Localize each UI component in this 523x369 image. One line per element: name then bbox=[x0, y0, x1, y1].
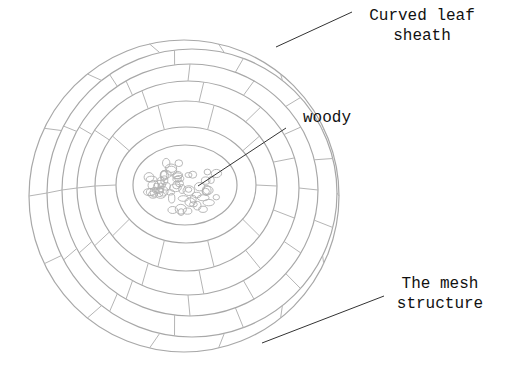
mesh-line bbox=[126, 281, 133, 299]
mesh-line bbox=[273, 210, 294, 218]
callout-label: Curved leaf sheath bbox=[360, 6, 484, 46]
mesh-line bbox=[314, 220, 333, 227]
wood-cell bbox=[194, 201, 201, 210]
wood-cell bbox=[185, 187, 191, 192]
wood-cell bbox=[172, 173, 182, 179]
mesh-line bbox=[199, 270, 204, 294]
wood-cell bbox=[173, 176, 181, 182]
woody-boundary bbox=[133, 145, 237, 225]
mesh-line bbox=[126, 81, 133, 95]
mesh-line bbox=[284, 242, 301, 254]
mesh-line bbox=[299, 188, 318, 190]
mesh-line bbox=[95, 130, 110, 140]
mesh-line bbox=[110, 294, 118, 312]
wood-cell bbox=[175, 160, 183, 167]
mesh-line bbox=[158, 240, 165, 267]
mesh-line bbox=[29, 193, 47, 196]
leader-line bbox=[198, 128, 286, 186]
sheath-rings bbox=[29, 40, 339, 352]
wood-cell bbox=[166, 190, 174, 195]
mesh-line bbox=[235, 308, 243, 328]
callout-label: The mesh structure bbox=[388, 274, 492, 314]
mesh-line bbox=[208, 105, 215, 130]
wood-cell bbox=[166, 166, 177, 175]
outer-ring bbox=[29, 40, 339, 352]
wood-cell bbox=[175, 204, 186, 214]
mesh-line bbox=[87, 74, 101, 80]
ring bbox=[62, 64, 318, 316]
mesh-line bbox=[95, 232, 110, 246]
mesh-line bbox=[79, 242, 92, 254]
mesh-line bbox=[47, 190, 62, 193]
mesh-line bbox=[235, 58, 243, 72]
mesh-line bbox=[95, 185, 116, 186]
mesh-line bbox=[246, 250, 261, 269]
mesh-line bbox=[77, 186, 95, 188]
mesh-line bbox=[150, 44, 160, 53]
mesh-line bbox=[286, 98, 301, 107]
mesh-line bbox=[256, 185, 277, 186]
mesh-line bbox=[64, 249, 77, 260]
wood-cell bbox=[202, 185, 211, 195]
wood-cell bbox=[189, 171, 197, 178]
mesh-line bbox=[142, 91, 148, 109]
mesh-line bbox=[219, 333, 225, 348]
mesh-lines bbox=[29, 44, 339, 348]
mesh-line bbox=[284, 127, 301, 135]
woody-cells bbox=[144, 158, 222, 215]
mesh-line bbox=[188, 64, 190, 81]
wood-cell bbox=[178, 209, 184, 216]
mesh-line bbox=[281, 74, 283, 80]
wood-cell bbox=[179, 185, 185, 194]
mesh-line bbox=[150, 333, 160, 348]
mesh-line bbox=[87, 306, 101, 318]
mesh-line bbox=[208, 240, 215, 267]
mesh-line bbox=[219, 44, 225, 53]
mesh-line bbox=[281, 306, 283, 318]
mesh-line bbox=[314, 159, 333, 160]
wood-cell bbox=[203, 199, 214, 205]
callout-label: woody bbox=[292, 108, 362, 128]
leader-lines bbox=[198, 12, 384, 343]
leader-line bbox=[276, 12, 352, 47]
mesh-line bbox=[323, 128, 324, 130]
mesh-line bbox=[243, 136, 260, 151]
mesh-line bbox=[337, 193, 339, 196]
mesh-line bbox=[243, 219, 260, 236]
wood-cell bbox=[152, 188, 163, 194]
mesh-line bbox=[246, 107, 261, 122]
mesh-line bbox=[244, 281, 255, 299]
ring bbox=[47, 49, 337, 337]
mesh-line bbox=[199, 82, 204, 102]
inner-ring bbox=[116, 127, 256, 243]
ring bbox=[77, 81, 299, 295]
mesh-line bbox=[44, 256, 61, 264]
mesh-line bbox=[174, 315, 175, 336]
mesh-line bbox=[286, 274, 301, 289]
mesh-line bbox=[44, 128, 61, 130]
leader-line bbox=[262, 296, 384, 343]
mesh-line bbox=[112, 219, 129, 236]
ring bbox=[95, 101, 277, 271]
mesh-line bbox=[79, 127, 92, 135]
mesh-line bbox=[110, 75, 118, 87]
mesh-line bbox=[62, 188, 77, 190]
wood-cell bbox=[144, 173, 154, 182]
wood-cell bbox=[213, 195, 219, 200]
mesh-line bbox=[323, 256, 324, 264]
wood-cell bbox=[204, 169, 211, 175]
mesh-line bbox=[244, 81, 255, 95]
wood-cell bbox=[170, 184, 182, 192]
mesh-line bbox=[273, 158, 294, 162]
mesh-line bbox=[112, 136, 129, 151]
wood-cell bbox=[168, 207, 178, 214]
mesh-line bbox=[64, 126, 77, 131]
mesh-line bbox=[158, 105, 165, 130]
mesh-line bbox=[142, 263, 148, 285]
mesh-line bbox=[174, 50, 175, 65]
mesh-line bbox=[188, 295, 190, 316]
